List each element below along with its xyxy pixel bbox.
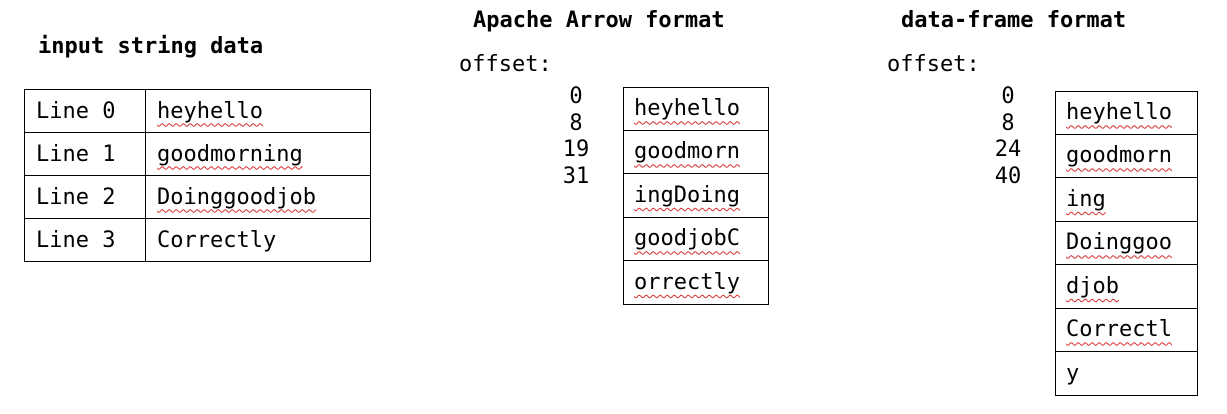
- offset-value: 24: [994, 137, 1022, 162]
- line-value-text: goodmorning: [157, 141, 303, 167]
- arrow-section-title: Apache Arrow format: [473, 8, 725, 33]
- dataframe-chunk: Doinggoo: [1055, 221, 1198, 265]
- dataframe-section-title: data-frame format: [901, 8, 1127, 33]
- arrow-offset-list: 0 8 19 31: [558, 84, 594, 190]
- table-row: Line 1 goodmorning: [24, 132, 371, 176]
- table-row: Line 3 Correctly: [24, 218, 371, 262]
- line-key: Line 2: [24, 175, 146, 219]
- chunk-text: heyhello: [634, 96, 740, 122]
- arrow-chunk: heyhello: [623, 87, 769, 131]
- offset-value: 0: [1001, 84, 1015, 109]
- arrow-chunk: ingDoing: [623, 174, 769, 218]
- offset-value: 31: [562, 163, 590, 189]
- line-value: Doinggoodjob: [145, 175, 371, 219]
- chunk-text: Doinggoo: [1066, 230, 1172, 256]
- line-value: Correctly: [145, 218, 371, 262]
- chunk-text: goodmorn: [634, 139, 740, 165]
- line-key: Line 1: [24, 132, 146, 176]
- line-key: Line 0: [24, 89, 146, 133]
- arrow-offset-label: offset:: [459, 52, 552, 77]
- table-row: Line 0 heyhello: [24, 89, 371, 133]
- dataframe-chunk: djob: [1055, 265, 1198, 309]
- arrow-chunk-column: heyhello goodmorn ingDoing goodjobC orre…: [623, 87, 769, 305]
- chunk-text: ing: [1066, 186, 1106, 212]
- arrow-chunk: goodjobC: [623, 217, 769, 261]
- dataframe-chunk: Correctl: [1055, 308, 1198, 352]
- dataframe-offset-label: offset:: [887, 52, 980, 77]
- dataframe-chunk: heyhello: [1055, 91, 1198, 135]
- arrow-chunk: goodmorn: [623, 130, 769, 174]
- chunk-text: heyhello: [1066, 100, 1172, 126]
- chunk-text: goodjobC: [634, 226, 740, 252]
- input-string-table: Line 0 heyhello Line 1 goodmorning Line …: [24, 89, 371, 262]
- dataframe-chunk-column: heyhello goodmorn ing Doinggoo djob Corr…: [1055, 91, 1198, 396]
- dataframe-chunk: y: [1055, 352, 1198, 396]
- dataframe-offset-list: 0 8 24 40: [990, 84, 1026, 190]
- chunk-text: y: [1066, 360, 1080, 386]
- line-value: heyhello: [145, 89, 371, 133]
- input-section-title: input string data: [38, 34, 264, 59]
- table-row: Line 2 Doinggoodjob: [24, 175, 371, 219]
- offset-value: 40: [994, 163, 1022, 189]
- chunk-text: orrectly: [634, 269, 740, 295]
- offset-value: 19: [562, 137, 590, 162]
- line-value: goodmorning: [145, 132, 371, 176]
- offset-value: 8: [569, 110, 583, 136]
- chunk-text: Correctl: [1066, 317, 1172, 343]
- line-value-text: Doinggoodjob: [157, 184, 316, 210]
- arrow-chunk: orrectly: [623, 261, 769, 305]
- chunk-text: djob: [1066, 273, 1119, 299]
- line-value-text: heyhello: [157, 98, 263, 124]
- line-value-text: Correctly: [157, 227, 277, 253]
- dataframe-chunk: goodmorn: [1055, 134, 1198, 178]
- line-key: Line 3: [24, 218, 146, 262]
- offset-value: 8: [1001, 110, 1015, 136]
- chunk-text: ingDoing: [634, 182, 740, 208]
- dataframe-chunk: ing: [1055, 178, 1198, 222]
- chunk-text: goodmorn: [1066, 143, 1172, 169]
- offset-value: 0: [569, 84, 583, 109]
